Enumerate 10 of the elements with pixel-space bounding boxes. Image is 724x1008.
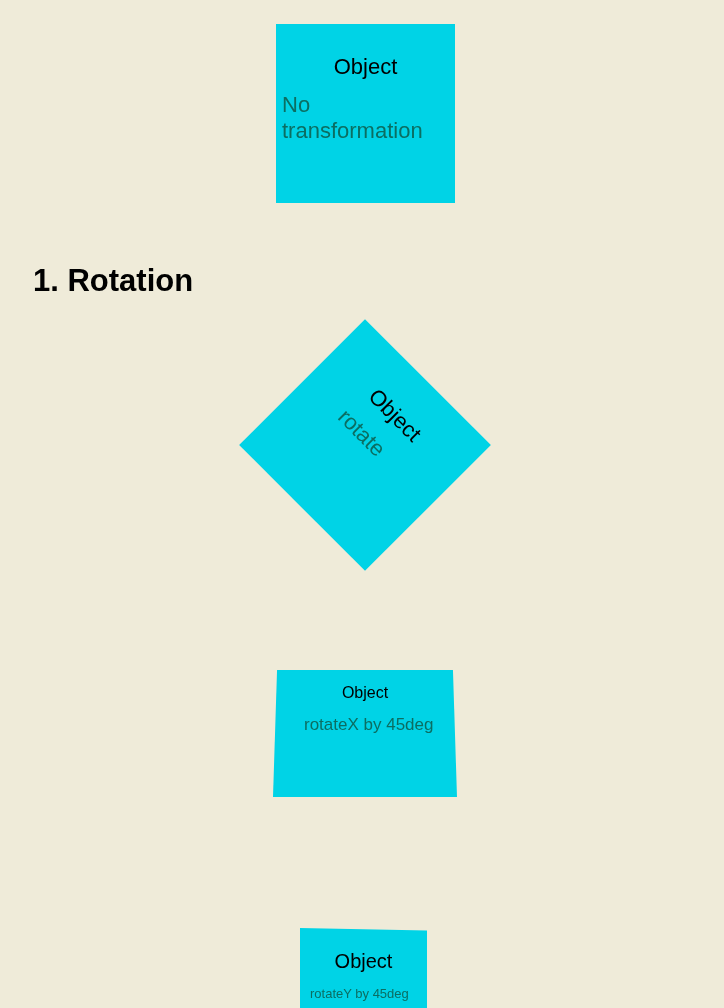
object-box (300, 928, 427, 1008)
object-box (273, 670, 457, 797)
transform-label: rotateX by 45deg (304, 716, 435, 735)
transform-label: rotateY by 45deg (310, 986, 410, 1001)
box-title: Object (333, 950, 394, 973)
box-title: Object (332, 54, 399, 80)
transform-label: No transformation (282, 92, 424, 144)
object-box (276, 24, 455, 203)
box-title: Object (340, 684, 390, 702)
section-heading: 1. Rotation (33, 263, 194, 299)
